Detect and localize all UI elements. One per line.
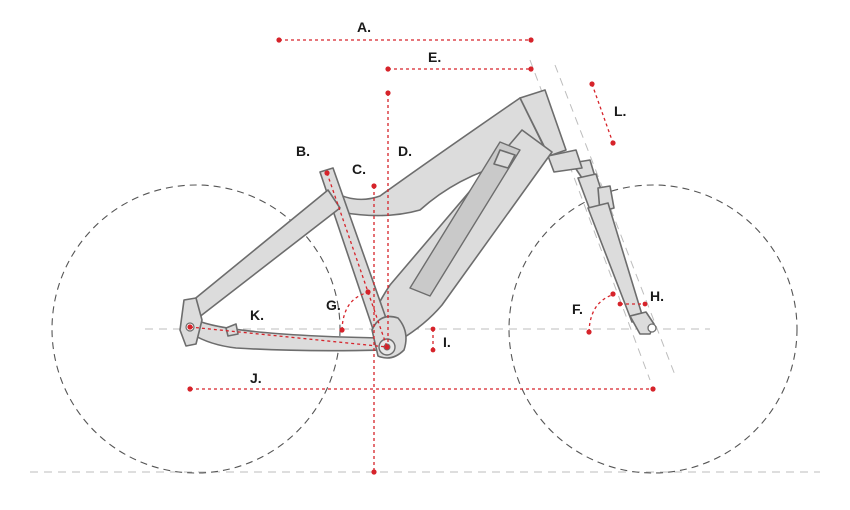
dimension-j-start-dot [187,386,193,392]
dimension-g-arc [341,292,367,331]
dimension-a-start-dot [276,37,282,43]
dimension-i-bottom-dot [430,347,436,353]
fork [571,159,657,335]
label-e: E. [428,49,441,65]
chain-stay [191,319,385,352]
dimension-i-top-dot [430,326,436,332]
label-f: F. [572,301,583,317]
dimension-h-start-dot [617,301,623,307]
label-h: H. [650,288,664,304]
dimension-d-top-dot [385,90,391,96]
seat-stay [185,189,341,319]
dimension-j-end-dot [650,386,656,392]
battery [409,141,521,297]
dimension-l-start-dot [589,81,595,87]
headset [547,149,583,173]
dimension-c-top-dot [371,183,377,189]
dimension-l-end-dot [610,140,616,146]
front-wheel [508,184,798,474]
dimension-g-end-dot [365,289,371,295]
dimension-l-line [591,83,614,144]
rear-dropout [179,297,203,347]
label-k: K. [250,307,264,323]
dimension-f-end-dot [610,291,616,297]
dimension-g-start-dot [339,327,345,333]
dimension-k-start-dot [187,324,193,330]
label-c: C. [352,161,366,177]
label-a: A. [357,19,371,35]
label-b: B. [296,143,310,159]
dimension-a-end-dot [528,37,534,43]
dimension-e-end-dot [528,66,534,72]
label-i: I. [443,334,451,350]
dimension-f-arc [588,294,613,333]
label-l: L. [614,103,626,119]
dimension-b-line [326,172,388,348]
label-j: J. [250,370,262,386]
dimension-e-start-dot [385,66,391,72]
brake-mount [225,323,239,337]
label-g: G. [326,297,341,313]
dimension-c-bottom-dot [371,469,377,475]
dimension-k-end-dot [384,344,390,350]
label-d: D. [398,143,412,159]
dimension-b-top-dot [324,170,330,176]
dimension-h-end-dot [642,301,648,307]
battery-latch [493,149,516,169]
dimension-f-start-dot [586,329,592,335]
